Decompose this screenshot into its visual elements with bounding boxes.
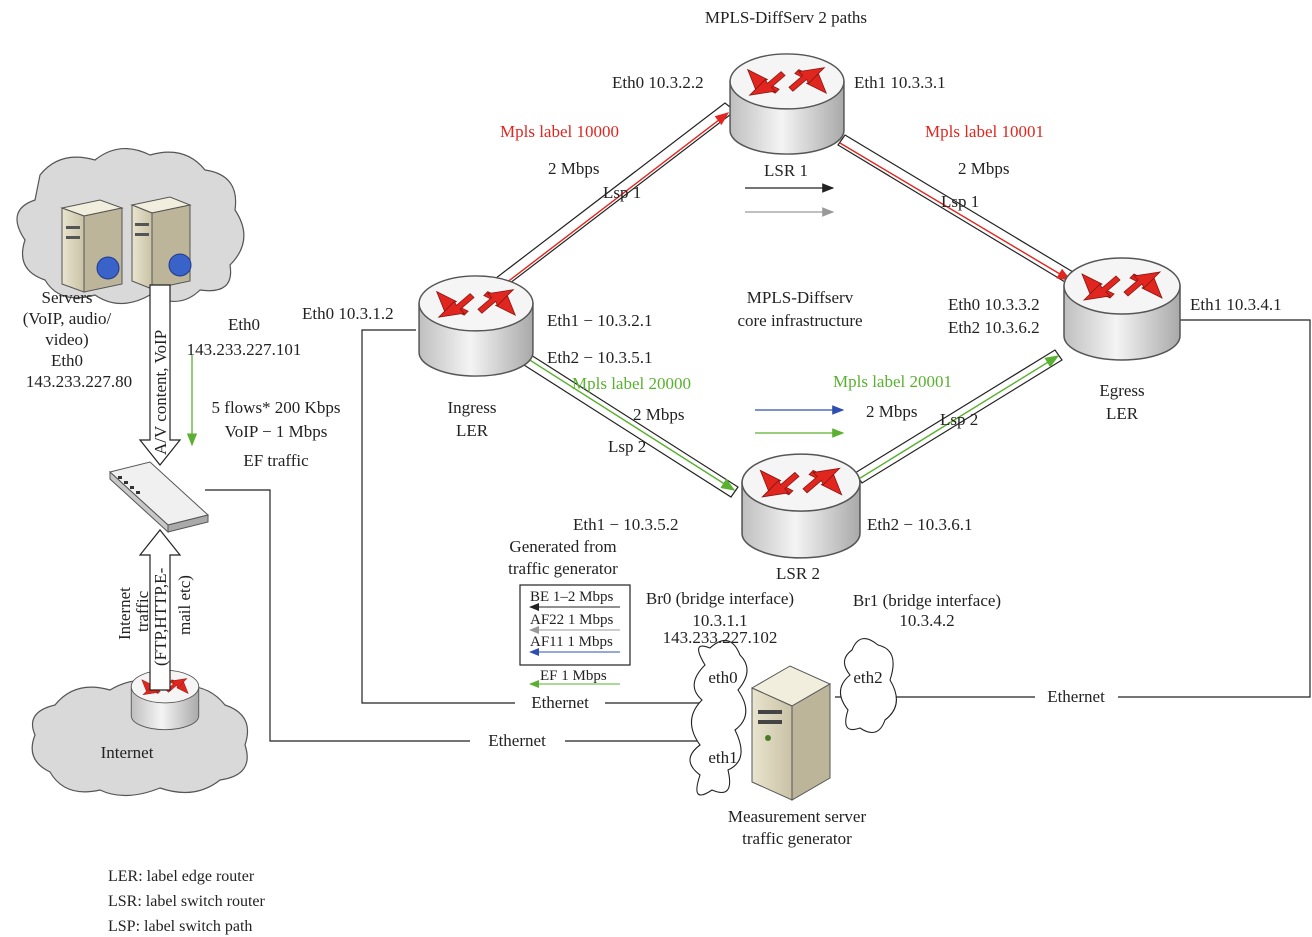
lsp1-name-out: Lsp 1: [941, 192, 979, 211]
internet-label: Internet: [101, 743, 154, 762]
ethernet-label-right: Ethernet: [1047, 687, 1105, 706]
internet-traffic-2: traffic: [133, 590, 152, 632]
lsr1-router-icon: [729, 53, 845, 155]
ethernet-label-left: Ethernet: [531, 693, 589, 712]
legend-lsr: LSR: label switch router: [108, 893, 266, 910]
lsp1-label-out: Mpls label 10001: [925, 122, 1044, 141]
legend-lsp: LSP: label switch path: [108, 918, 252, 935]
switch-icon: [108, 461, 210, 534]
lsr1-name: LSR 1: [764, 161, 808, 180]
lsp1-rate-out: 2 Mbps: [958, 159, 1009, 178]
servers-label-3: video): [45, 330, 88, 349]
av-content-label: A/V content, VoIP: [151, 330, 170, 455]
br1-label-2: 10.3.4.2: [899, 611, 954, 630]
lsp1-name-in: Lsp 1: [603, 183, 641, 202]
egress-eth2-label: Eth2 10.3.6.2: [948, 318, 1040, 337]
lsp2-rate-in: 2 Mbps: [633, 405, 684, 424]
server-cloud: [16, 148, 245, 305]
server-icon: [750, 665, 832, 801]
lsp1-label-in: Mpls label 10000: [500, 122, 619, 141]
measurement-label-1: Measurement server: [728, 807, 867, 826]
br1-label-1: Br1 (bridge interface): [853, 591, 1001, 610]
lsp2-label-out: Mpls label 20001: [833, 372, 952, 391]
measurement-eth0-label: eth0: [708, 668, 737, 687]
ingress-eth0-label: Eth0 10.3.1.2: [302, 304, 394, 323]
measurement-label-2: traffic generator: [742, 829, 852, 848]
core-label-1: MPLS-Diffserv: [747, 288, 854, 307]
br0-label-3: 143.233.227.102: [663, 628, 778, 647]
flows-label-1: 5 flows* 200 Kbps: [212, 398, 341, 417]
measurement-server: [689, 638, 897, 801]
servers-label-5: 143.233.227.80: [26, 372, 132, 391]
core-class-arrows: [745, 183, 845, 438]
egress-ler-router-icon: [1063, 257, 1181, 361]
generator-header-1: Generated from: [509, 537, 616, 556]
lsp1-path: [486, 102, 1079, 294]
generator-flow-ef: EF 1 Mbps: [540, 668, 607, 684]
ingress-eth2-label: Eth2 − 10.3.5.1: [547, 348, 652, 367]
measurement-eth1-label: eth1: [708, 748, 737, 767]
lsr2-eth1-label: Eth1 − 10.3.5.2: [573, 515, 678, 534]
server-icon: [130, 196, 192, 290]
lsr1-eth0-label: Eth0 10.3.2.2: [612, 73, 704, 92]
br0-label-1: Br0 (bridge interface): [646, 589, 794, 608]
ingress-eth1-label: Eth1 − 10.3.2.1: [547, 311, 652, 330]
lsp2-name-out: Lsp 2: [940, 410, 978, 429]
measurement-eth2-label: eth2: [853, 668, 882, 687]
generator-flow-be: BE 1–2 Mbps: [530, 589, 614, 605]
generator-header-2: traffic generator: [508, 559, 618, 578]
generator-flow-af11: AF11 1 Mbps: [530, 634, 613, 650]
legend-ler: LER: label edge router: [108, 868, 255, 885]
traffic-generator-box: [519, 584, 631, 688]
lsp2-label-in: Mpls label 20000: [572, 374, 691, 393]
servers-label-4: Eth0: [51, 351, 83, 370]
lsr2-name: LSR 2: [776, 564, 820, 583]
internet-cloud: [31, 669, 249, 797]
egress-eth0-label: Eth0 10.3.3.2: [948, 295, 1040, 314]
internet-traffic-3: (FTP,HTTP,E-: [151, 567, 170, 666]
egress-name-1: Egress: [1099, 381, 1144, 400]
ingress-ler-router-icon: [418, 275, 534, 377]
server-icon: [60, 199, 124, 293]
lsp1-rate-in: 2 Mbps: [548, 159, 599, 178]
diagram-title: MPLS-DiffServ 2 paths: [705, 8, 867, 27]
br0-label-2: 10.3.1.1: [692, 611, 747, 630]
servers-eth0-2: 143.233.227.101: [187, 340, 302, 359]
internet-traffic-1: Internet: [115, 587, 134, 640]
servers-eth0-1: Eth0: [228, 315, 260, 334]
ingress-name-2: LER: [456, 421, 489, 440]
lsr2-eth2-label: Eth2 − 10.3.6.1: [867, 515, 972, 534]
core-label-2: core infrastructure: [737, 311, 862, 330]
egress-eth1-label: Eth1 10.3.4.1: [1190, 295, 1282, 314]
ingress-name-1: Ingress: [447, 398, 496, 417]
flows-label-3: EF traffic: [243, 451, 309, 470]
ethernet-label-bottom: Ethernet: [488, 731, 546, 750]
flows-label-2: VoIP − 1 Mbps: [225, 422, 328, 441]
internet-traffic-4: mail etc): [175, 575, 194, 635]
servers-label-2: (VoIP, audio/: [23, 309, 112, 328]
internet-traffic-arrow: [138, 529, 182, 691]
lsp2-rate-out: 2 Mbps: [866, 402, 917, 421]
av-content-arrow: [138, 284, 198, 466]
generator-flow-af22: AF22 1 Mbps: [530, 612, 614, 628]
lsr1-eth1-label: Eth1 10.3.3.1: [854, 73, 946, 92]
servers-label-1: Servers: [42, 288, 93, 307]
lsp2-name-in: Lsp 2: [608, 437, 646, 456]
egress-name-2: LER: [1106, 404, 1139, 423]
lsr2-router-icon: [741, 453, 861, 559]
